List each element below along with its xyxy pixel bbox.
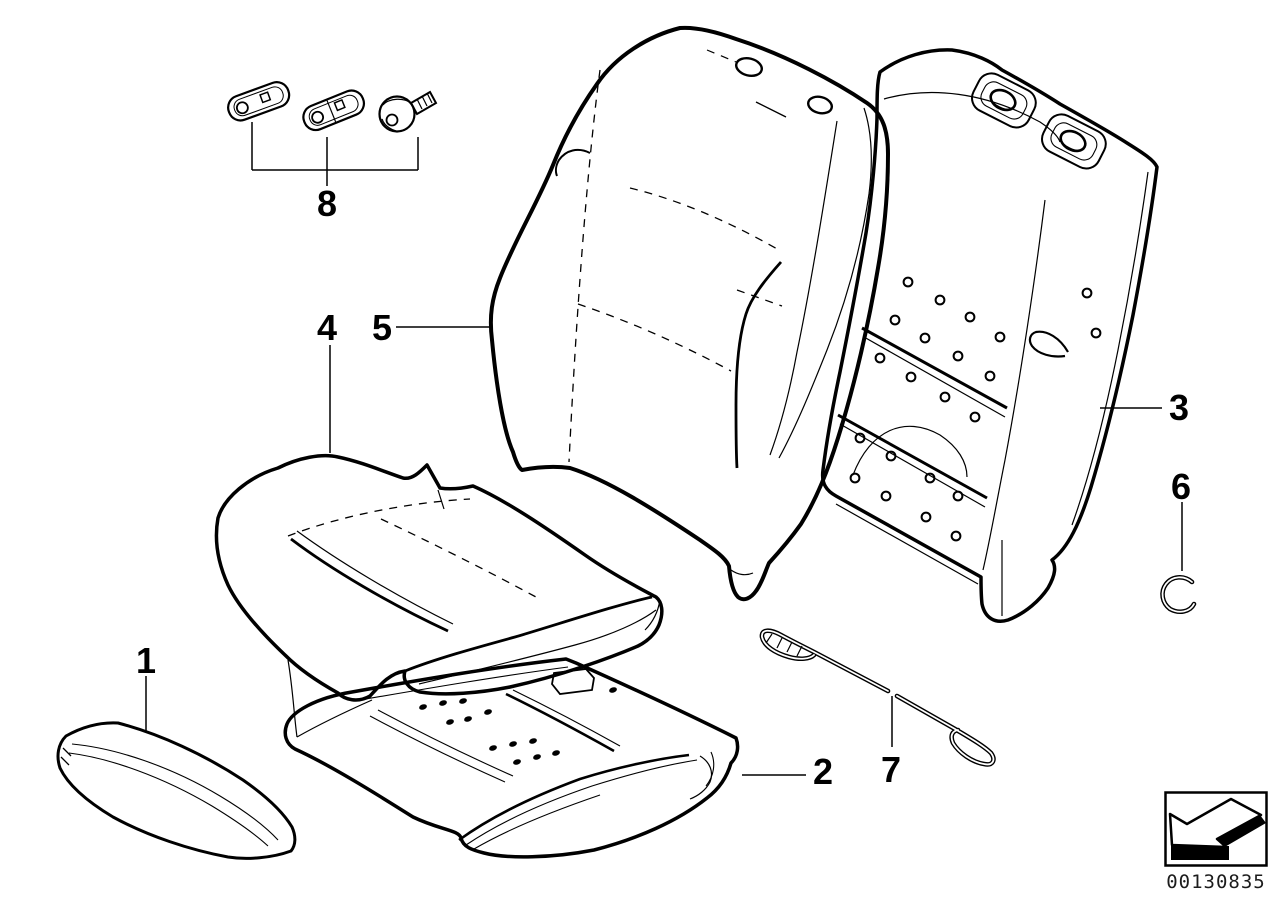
callout-2: 2 <box>813 751 833 792</box>
cushion-pad-holes <box>419 687 617 765</box>
rod-hatch-ticks <box>765 633 803 657</box>
backrest-cover-top-seam <box>755 101 787 118</box>
backrest-pad-top-seam <box>883 91 1061 143</box>
cushion-cover-bolster-inner <box>418 609 657 685</box>
seat-front-trim-pad <box>56 721 297 860</box>
backrest-cover-dash-left-seam <box>568 69 601 463</box>
cushion-pad-outline <box>283 657 740 859</box>
cushion-cover-corner-line <box>644 599 661 631</box>
cushion-pad-corner-flap-line <box>705 751 715 787</box>
callout-5: 5 <box>372 307 392 348</box>
direction-arrow-icon <box>1168 797 1266 860</box>
cushion-pad-bolster-edge <box>458 753 690 842</box>
backrest-pad-band-2-inner <box>839 423 986 508</box>
backrest-cover-bolster-curve <box>734 261 783 469</box>
backrest-cover-dash-seam-1 <box>629 187 780 251</box>
callout-6: 6 <box>1171 466 1191 507</box>
backrest-cover-dash-seam-3 <box>736 289 783 307</box>
arrow-base-shadow <box>1171 846 1229 860</box>
backrest-cover-foot-line <box>730 569 754 576</box>
headrest-guide-left <box>971 72 1037 129</box>
backrest-pad-right-bolster-line <box>1071 171 1149 526</box>
image-number: 00130835 <box>1166 871 1266 893</box>
cushion-pad-left-line-2 <box>377 709 514 777</box>
direction-arrow-box <box>1164 791 1268 867</box>
cushion-pad-band <box>505 692 615 753</box>
headrest-hole-right <box>806 95 834 115</box>
cushion-pad-bolster-end-curl <box>689 755 713 800</box>
front-trim-line-1 <box>71 743 279 841</box>
backrest-foam-pad <box>820 48 1159 623</box>
callout-8: 8 <box>317 183 337 224</box>
cushion-cover-dash-seam-2 <box>380 518 537 598</box>
backrest-pad-holes <box>849 276 1102 542</box>
front-trim-line-2 <box>68 752 269 847</box>
headrest-guide-right <box>1041 113 1107 170</box>
backrest-cover-bolster-inner <box>778 107 872 459</box>
backrest-cover-dash-top <box>706 49 737 63</box>
rod-segment-right-inner <box>896 695 995 766</box>
callout-1: 1 <box>136 640 156 681</box>
cushion-cover-dash-seam-1 <box>287 498 471 537</box>
clip-inner <box>1161 576 1195 613</box>
cushion-pad-cutout <box>551 668 595 695</box>
backrest-pad-bottom-inner-line <box>835 503 979 585</box>
backrest-cover-dash-seam-2 <box>577 303 732 372</box>
cushion-cover-seam-thin <box>296 530 454 625</box>
backrest-pad-outline <box>820 48 1159 623</box>
seat-cushion-foam-pad <box>283 657 740 859</box>
cushion-cover-flap-line-2 <box>296 699 373 738</box>
retaining-clip <box>1160 575 1197 615</box>
callout-labels: 1 2 3 4 5 6 7 8 <box>136 183 1191 792</box>
callout-7: 7 <box>881 749 901 790</box>
arrow-top-face <box>1168 797 1263 849</box>
cushion-pad-band-inner <box>512 689 621 747</box>
backrest-pad-band-2 <box>837 413 988 500</box>
rod-segment-left-inner <box>761 629 889 692</box>
headrest-hole-left <box>735 56 763 78</box>
callout-4: 4 <box>317 307 337 348</box>
backrest-cover <box>488 25 890 602</box>
retaining-rod <box>759 628 996 767</box>
cushion-cover-seam-thick <box>290 537 449 633</box>
cushion-cover-flap-line-1 <box>287 659 298 738</box>
cushion-pad-top-line <box>359 666 569 701</box>
hardware-bracket-line <box>251 122 419 186</box>
front-trim-outline <box>56 721 297 860</box>
cushion-cover-outline <box>214 453 664 702</box>
backrest-cover-lumbar-hook <box>554 148 591 177</box>
backrest-pad-pocket-curve <box>1028 330 1069 358</box>
bracket-plate-right <box>302 89 366 132</box>
cushion-pad-bolster-inner-1 <box>465 759 698 846</box>
backrest-cover-outline <box>488 25 890 602</box>
screw <box>378 90 438 133</box>
backrest-pad-band-1-inner <box>863 336 1006 418</box>
seat-cushion-cover <box>214 453 664 738</box>
backrest-pad-arch-line <box>852 425 968 478</box>
backrest-pad-band-1 <box>861 326 1008 410</box>
cushion-cover-bolster-edge <box>404 595 653 673</box>
backrest-pad-front-fold-line <box>982 199 1046 571</box>
arrow-shaft-shadow <box>1217 815 1266 848</box>
cushion-pad-left-line-1 <box>369 715 506 783</box>
backrest-cover-right-fold <box>769 120 838 456</box>
rod-segment-right-outer <box>894 693 996 767</box>
callout-3: 3 <box>1169 387 1189 428</box>
bracket-plate-left <box>227 81 291 122</box>
mounting-hardware-group <box>227 81 438 186</box>
leader-lines <box>145 326 1183 776</box>
cushion-cover-flap-fold <box>437 489 445 510</box>
cushion-pad-bolster-inner-2 <box>473 794 601 850</box>
front-trim-end-ticks <box>60 747 72 766</box>
